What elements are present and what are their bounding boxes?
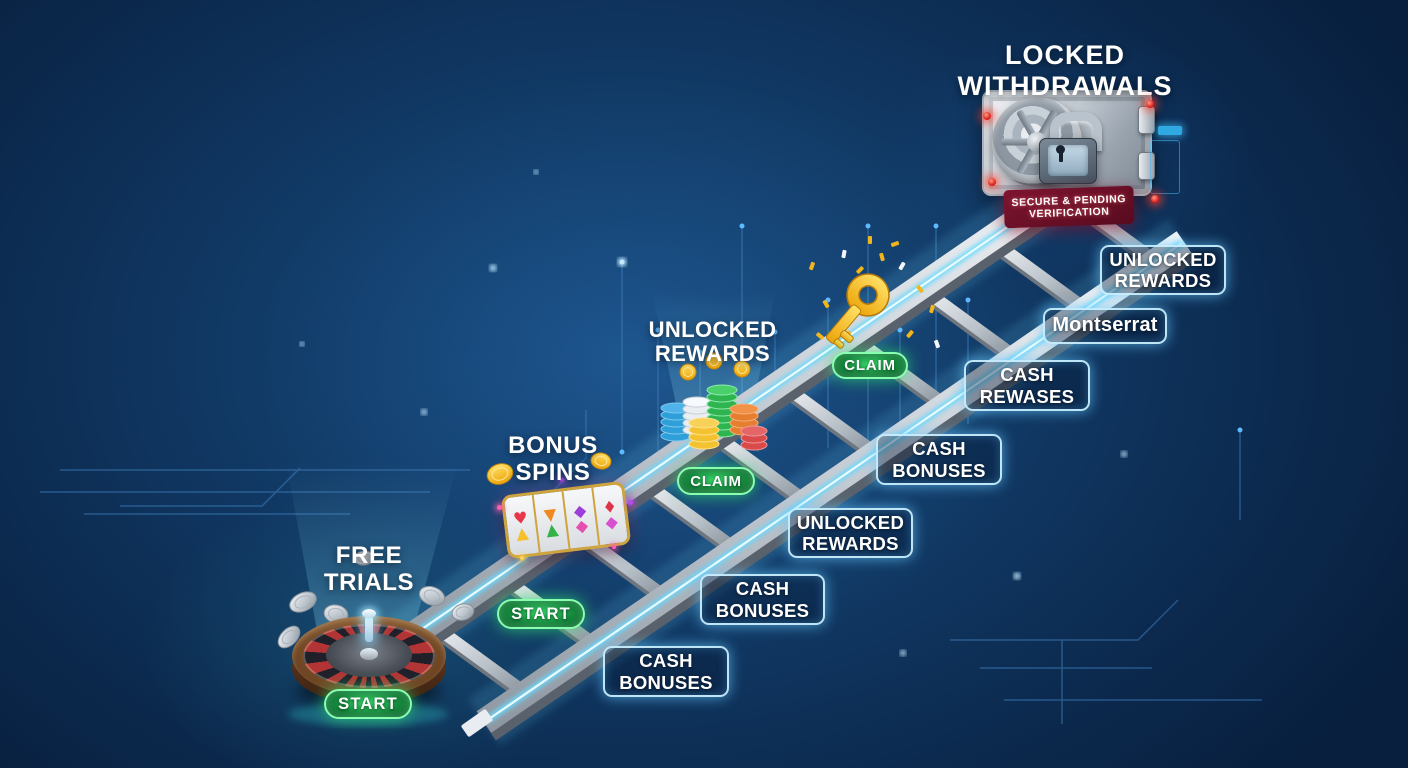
slot-cell: ♦ ◆ — [601, 496, 619, 533]
reward-box-montserrat: Montserrat — [1043, 308, 1167, 344]
alert-icon — [1151, 195, 1159, 203]
claim-button-chips[interactable]: CLAIM — [677, 467, 755, 495]
coin-icon-gold — [486, 452, 612, 485]
golden-key-icon — [825, 273, 890, 349]
sparkle-icon — [628, 500, 633, 505]
status-light — [1158, 126, 1182, 135]
start-button-roulette[interactable]: START — [324, 689, 412, 719]
alert-icon — [1146, 100, 1154, 108]
alert-icon — [988, 178, 996, 186]
vault-lock-icon — [982, 90, 1155, 196]
vault-hinge — [1138, 106, 1155, 134]
padlock-icon — [1038, 112, 1102, 184]
glow-dots — [299, 169, 1127, 656]
sparkle-icon — [520, 556, 524, 560]
casino-chips-icon — [660, 352, 768, 451]
start-button-ladder[interactable]: START — [497, 599, 585, 629]
vault-panel-outline — [1150, 140, 1180, 194]
coin-icon-silver — [277, 550, 475, 649]
alert-icon — [983, 112, 991, 120]
claim-button-key[interactable]: CLAIM — [832, 352, 908, 379]
sparkle-icon — [612, 545, 616, 549]
sparkle-icon — [497, 505, 502, 510]
sparkle-icon — [560, 478, 564, 482]
